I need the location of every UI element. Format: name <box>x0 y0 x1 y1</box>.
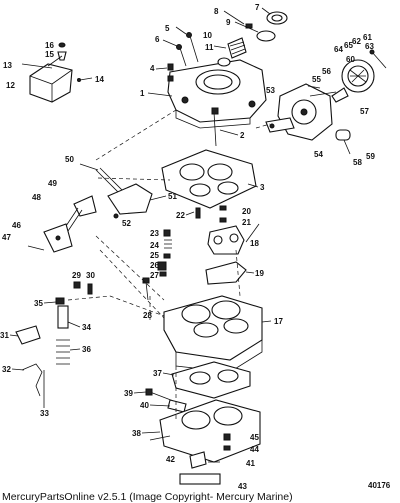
fast-idle-cam <box>27 223 73 253</box>
callout-12: 12 <box>6 81 15 90</box>
callout-36: 36 <box>82 345 91 354</box>
callout-3: 3 <box>260 183 265 192</box>
callout-31: 31 <box>0 331 9 340</box>
callout-34: 34 <box>82 323 91 332</box>
callout-18: 18 <box>250 239 259 248</box>
callout-28: 28 <box>143 311 152 320</box>
callout-41: 41 <box>246 459 255 468</box>
callout-13: 13 <box>3 61 12 70</box>
callout-labels: 1 2 3 4 5 6 7 8 9 10 11 12 13 14 15 16 1… <box>0 3 391 503</box>
callout-49: 49 <box>48 179 57 188</box>
callout-50: 50 <box>65 155 74 164</box>
callout-56: 56 <box>322 67 331 76</box>
callout-25: 25 <box>150 251 159 260</box>
callout-61: 61 <box>363 33 372 42</box>
callout-5: 5 <box>165 24 170 33</box>
callout-9: 9 <box>226 18 231 27</box>
callout-39: 39 <box>124 389 133 398</box>
copyright-footer: MercuryPartsOnline v2.5.1 (Image Copyrig… <box>2 491 293 503</box>
choke-cover <box>331 49 387 103</box>
callout-20: 20 <box>242 207 251 216</box>
callout-42: 42 <box>166 455 175 464</box>
callout-22: 22 <box>176 211 185 220</box>
callout-11: 11 <box>205 43 214 52</box>
callout-4: 4 <box>150 64 155 73</box>
callout-leader-lines <box>9 7 351 434</box>
callout-59: 59 <box>366 152 375 161</box>
choke-housing <box>265 83 351 141</box>
callout-38: 38 <box>132 429 141 438</box>
callout-62: 62 <box>352 37 361 46</box>
callout-43: 43 <box>238 482 247 491</box>
callout-10: 10 <box>203 31 212 40</box>
callout-46: 46 <box>12 221 21 230</box>
callout-45: 45 <box>250 433 259 442</box>
callout-26: 26 <box>150 261 159 270</box>
air-horn-assembly <box>167 59 267 129</box>
fuel-inlet-pin <box>211 107 219 147</box>
callout-8: 8 <box>214 7 219 16</box>
callout-16: 16 <box>45 41 54 50</box>
assembly-guide-lines <box>67 109 271 420</box>
choke-linkage <box>61 167 153 235</box>
callout-51: 51 <box>168 192 177 201</box>
throttle-body <box>149 399 261 463</box>
callout-53: 53 <box>266 86 275 95</box>
callout-15: 15 <box>45 50 54 59</box>
callout-65: 65 <box>344 41 353 50</box>
callout-52: 52 <box>122 219 131 228</box>
callout-40: 40 <box>140 401 149 410</box>
venturi-cluster <box>205 225 247 285</box>
callout-48: 48 <box>32 193 41 202</box>
callout-24: 24 <box>150 241 159 250</box>
callout-14: 14 <box>95 75 104 84</box>
callout-32: 32 <box>2 365 11 374</box>
callout-60: 60 <box>346 55 355 64</box>
float-assembly <box>21 55 93 103</box>
carburetor-main-body <box>163 295 263 373</box>
idle-mixture-screw <box>145 388 187 413</box>
callout-63: 63 <box>365 42 374 51</box>
air-horn-gasket <box>161 149 257 209</box>
callout-54: 54 <box>314 150 323 159</box>
callout-64: 64 <box>334 45 343 54</box>
callout-1: 1 <box>140 89 145 98</box>
callout-35: 35 <box>34 299 43 308</box>
callout-44: 44 <box>250 445 259 454</box>
callout-19: 19 <box>255 269 264 278</box>
callout-55: 55 <box>312 75 321 84</box>
callout-57: 57 <box>360 107 369 116</box>
callout-27: 27 <box>150 271 159 280</box>
callout-33: 33 <box>40 409 49 418</box>
callout-58: 58 <box>353 158 362 167</box>
air-horn-screws <box>167 32 199 82</box>
callout-30: 30 <box>86 271 95 280</box>
callout-17: 17 <box>274 317 283 326</box>
throttle-hardware <box>179 433 231 485</box>
callout-47: 47 <box>2 233 11 242</box>
callout-6: 6 <box>155 35 160 44</box>
callout-2: 2 <box>240 131 245 140</box>
small-clip-parts <box>57 42 67 61</box>
callout-37: 37 <box>153 369 162 378</box>
small-hardware <box>157 205 227 277</box>
callout-29: 29 <box>72 271 81 280</box>
callout-7: 7 <box>255 3 260 12</box>
callout-23: 23 <box>150 229 159 238</box>
pump-assembly <box>15 297 70 408</box>
callout-21: 21 <box>242 218 251 227</box>
pump-plunger-parts <box>217 11 288 67</box>
throttle-body-gasket <box>171 361 251 399</box>
figure-number: 40176 <box>368 481 391 490</box>
